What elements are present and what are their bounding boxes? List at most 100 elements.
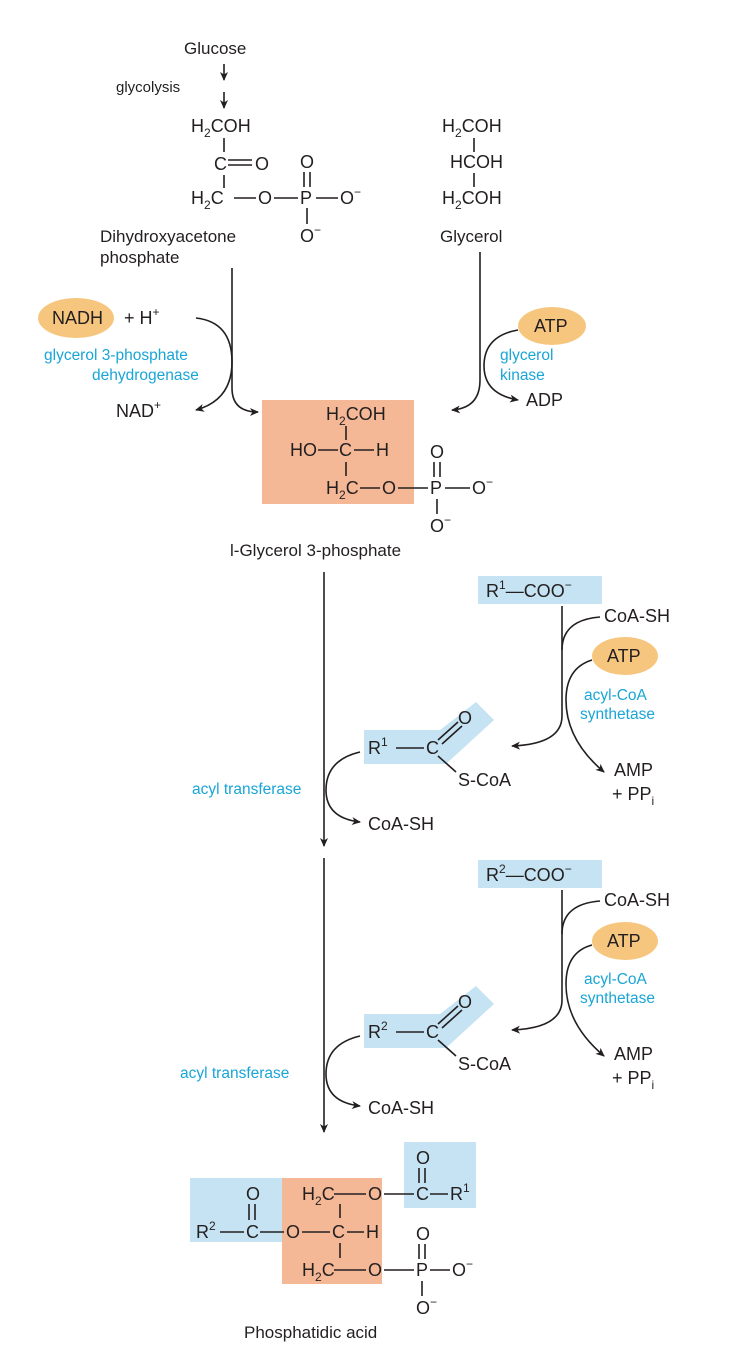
acyl1-thioester-sup: 1: [381, 735, 388, 749]
g3p-dehydrogenase-label-2: dehydrogenase: [92, 367, 199, 384]
plus-h-group: + H+: [124, 305, 160, 328]
nad-group: NAD+: [116, 398, 161, 421]
svg-text:O: O: [458, 992, 472, 1012]
atp-label-kinase: ATP: [534, 316, 568, 336]
svg-text:O: O: [368, 1184, 382, 1204]
svg-text:O−: O−: [340, 185, 361, 208]
svg-text:P: P: [416, 1260, 428, 1280]
acyl1-scoa-label: S-CoA: [458, 770, 511, 790]
svg-text:H2COH: H2COH: [191, 116, 251, 140]
nadh-oval: [38, 298, 114, 338]
atp-oval-kinase: [518, 307, 586, 345]
acyl1-fatty-acid-arrow: [511, 606, 563, 750]
acyl1-acid-r: R: [486, 581, 499, 601]
svg-text:C: C: [426, 1022, 439, 1042]
acyl1-acid-charge: −: [565, 578, 572, 592]
acyl2-coash-out-label: CoA-SH: [368, 1098, 434, 1118]
acyl1-amp-label: AMP: [614, 760, 653, 780]
glycerol-structure: H2COH HCOH H2COH: [442, 116, 503, 212]
svg-text:H2COH: H2COH: [442, 116, 502, 140]
dhap-name-line-2: phosphate: [100, 248, 179, 267]
svg-text:O: O: [416, 1224, 430, 1244]
svg-text:O: O: [246, 1184, 260, 1204]
acyl2-acid-box: [478, 860, 602, 888]
svg-text:H: H: [366, 1222, 379, 1242]
nad-charge: +: [154, 398, 161, 412]
acyl1-thioester-r: R: [368, 738, 381, 758]
svg-text:O: O: [382, 478, 396, 498]
acyl2-atp-oval: [592, 922, 658, 960]
acyl2-acid-r: R: [486, 865, 499, 885]
acyl2-transfer-curve: [325, 1035, 361, 1110]
pa-glycerol-box: [282, 1178, 382, 1284]
svg-text:O−: O−: [472, 475, 493, 498]
nad-label: NAD: [116, 401, 154, 421]
acyl1-synthetase-label-2: synthetase: [580, 706, 655, 723]
acyl1-synthetase-label-1: acyl-CoA: [584, 687, 648, 704]
acyl1-atp-label: ATP: [607, 646, 641, 666]
acyl1-transfer-curve: [325, 751, 361, 826]
dhap-name-line-1: Dihydroxyacetone: [100, 227, 236, 246]
acyl2-synthetase-label-1: acyl-CoA: [584, 971, 648, 988]
svg-text:C: C: [339, 440, 352, 460]
acyl1-coash-in-curve: [561, 616, 601, 651]
svg-text:P: P: [430, 478, 442, 498]
svg-text:C: C: [416, 1184, 429, 1204]
svg-text:C: C: [214, 154, 227, 174]
acyl1-transferase-label: acyl transferase: [192, 781, 301, 798]
acyl1-atp-curve: [565, 659, 605, 773]
svg-text:O−: O−: [416, 1295, 437, 1318]
glycerol-kinase-label-2: kinase: [500, 367, 545, 384]
svg-text:H2COH: H2COH: [442, 188, 502, 212]
acyl1-atp-oval: [592, 637, 658, 675]
svg-text:O: O: [430, 442, 444, 462]
acyl2-acid-charge: −: [565, 862, 572, 876]
atp-kinase-curve: [483, 329, 519, 403]
dhap-to-g3p-arrow: [231, 268, 259, 416]
acyl1-coash-out-label: CoA-SH: [368, 814, 434, 834]
acyl1-acid-sup: 1: [499, 578, 506, 592]
glycerol-kinase-label-1: glycerol: [500, 347, 553, 364]
svg-text:O: O: [258, 188, 272, 208]
svg-text:C: C: [426, 738, 439, 758]
svg-text:R1: R1: [368, 735, 388, 758]
h-charge: +: [153, 305, 160, 319]
acyl2-transferase-label: acyl transferase: [180, 1065, 289, 1082]
svg-text:H: H: [376, 440, 389, 460]
acyl2-acid-sup: 2: [499, 862, 506, 876]
glycerol-to-g3p-arrow: [451, 252, 481, 414]
svg-text:O: O: [368, 1260, 382, 1280]
acyl2-amp-label: AMP: [614, 1044, 653, 1064]
svg-text:O: O: [255, 154, 269, 174]
acyl2-acid-group: R2—COO−: [486, 862, 572, 885]
phosphatidic-acid-name: Phosphatidic acid: [244, 1323, 377, 1342]
svg-text:HCOH: HCOH: [450, 152, 503, 172]
acyl2-synthetase-label-2: synthetase: [580, 990, 655, 1007]
acyl2-atp-curve: [565, 944, 605, 1057]
acyl1-ppi-label: + PP: [612, 784, 652, 804]
svg-text:C: C: [332, 1222, 345, 1242]
acyl2-coash-in-curve: [561, 900, 601, 935]
glycerol-name: Glycerol: [440, 227, 502, 246]
acyl2-coash-in-label: CoA-SH: [604, 890, 670, 910]
acyl2-thioester-sup: 2: [381, 1019, 388, 1033]
acyl2-scoa-label: S-CoA: [458, 1054, 511, 1074]
acyl1-acid-group: R1—COO−: [486, 578, 572, 601]
glucose-label: Glucose: [184, 39, 246, 58]
pa-acyl1-box: [404, 1142, 476, 1208]
acyl2-atp-label: ATP: [607, 931, 641, 951]
acyl1-acid-box: [478, 576, 602, 604]
svg-text:O: O: [286, 1222, 300, 1242]
acyl1-ppi-group: + PPi: [612, 784, 654, 808]
acyl2-ppi-sub: i: [652, 1078, 655, 1092]
acyl2-thioester-r: R: [368, 1022, 381, 1042]
nadh-label: NADH: [52, 308, 103, 328]
svg-text:R2: R2: [368, 1019, 388, 1042]
svg-text:O−: O−: [300, 223, 321, 246]
svg-text:O: O: [458, 708, 472, 728]
svg-text:HO: HO: [290, 440, 317, 460]
acyl2-fatty-acid-arrow: [511, 890, 563, 1034]
glycolysis-label: glycolysis: [116, 79, 180, 96]
svg-text:O: O: [416, 1148, 430, 1168]
